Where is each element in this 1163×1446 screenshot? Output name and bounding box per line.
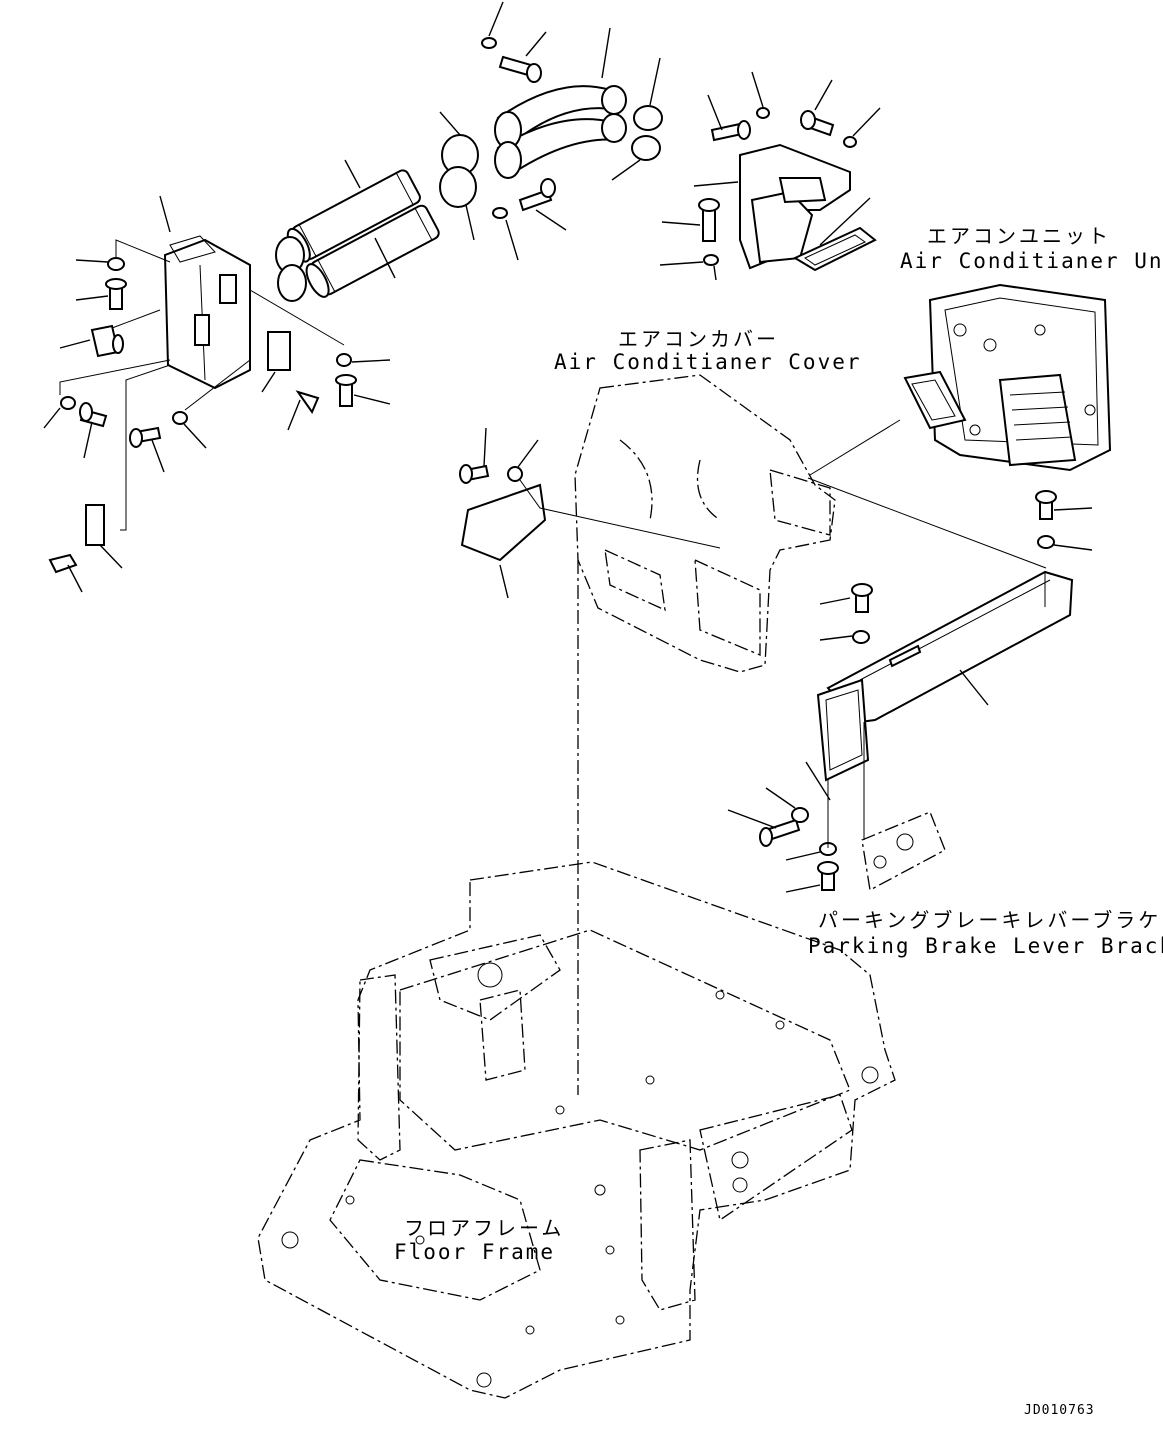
floor-frame-label-en: Floor Frame <box>394 1240 556 1264</box>
drawing-code: JD010763 <box>1024 1403 1095 1418</box>
floor-frame-label-jp: フロアフレーム <box>404 1216 565 1240</box>
ac-cover-label-jp: エアコンカバー <box>618 327 779 351</box>
left-duct-column <box>43 195 391 593</box>
air-conditioner-cover <box>459 374 901 673</box>
ac-duct-box <box>659 71 881 281</box>
ac-unit-label-jp: エアコンユニット <box>927 224 1111 248</box>
air-conditioner-unit <box>903 283 1112 472</box>
parking-bracket-label-en: Parking Brake Lever Bracket <box>808 934 1163 958</box>
top-fasteners <box>344 1 661 279</box>
upper-duct-hoses <box>275 85 663 302</box>
parking-bracket-label-jp: パーキングブレーキレバーブラケット <box>818 908 1163 932</box>
parking-brake-lever-bracket <box>727 477 1093 893</box>
ac-unit-label-en: Air Conditianer Unit <box>900 249 1163 273</box>
floor-frame <box>257 861 896 1399</box>
ac-cover-label-en: Air Conditianer Cover <box>554 350 862 374</box>
